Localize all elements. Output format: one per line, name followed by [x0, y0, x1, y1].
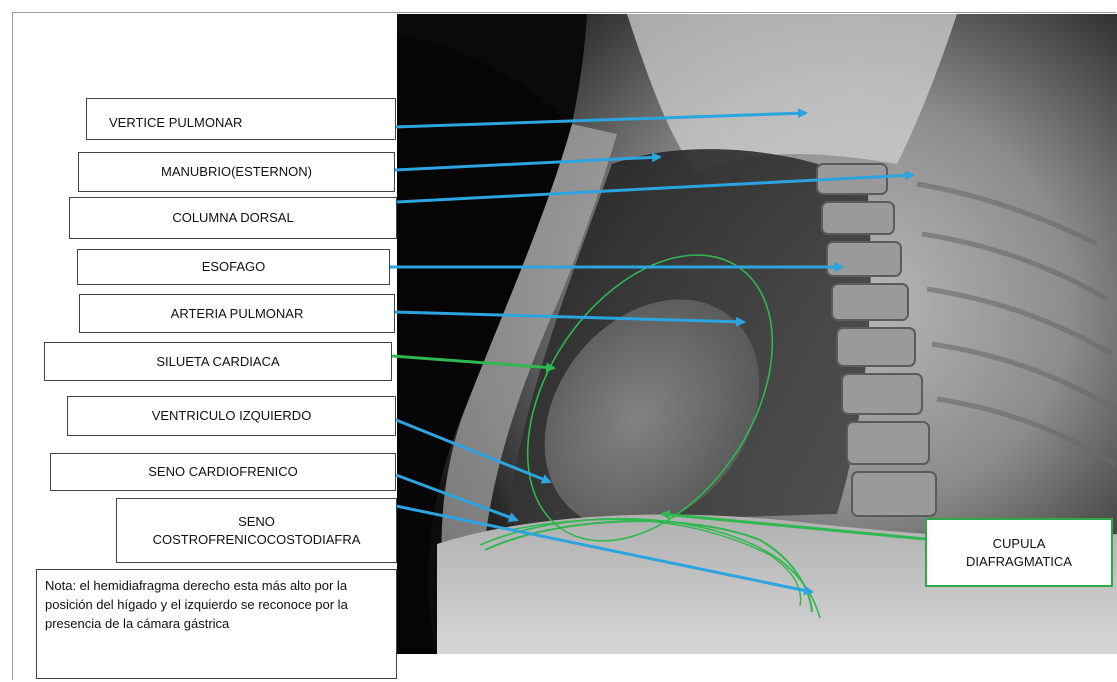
label-text: COLUMNA DORSAL [172, 209, 293, 227]
note-box: Nota: el hemidiafragma derecho esta más … [36, 569, 397, 679]
label-silueta-cardiaca: SILUETA CARDIACA [44, 342, 392, 381]
label-text: SENO COSTROFRENICOCOSTODIAFRA [153, 513, 361, 548]
label-columna-dorsal: COLUMNA DORSAL [69, 197, 397, 239]
label-text: SILUETA CARDIACA [156, 353, 279, 371]
label-arteria-pulmonar: ARTERIA PULMONAR [79, 294, 395, 333]
label-text: ESOFAGO [202, 258, 266, 276]
label-ventriculo-izquierdo: VENTRICULO IZQUIERDO [67, 396, 396, 436]
label-seno-costofrenico: SENO COSTROFRENICOCOSTODIAFRA [116, 498, 397, 563]
note-text: Nota: el hemidiafragma derecho esta más … [45, 578, 348, 631]
label-cupula-diafragmatica: CUPULA DIAFRAGMATICA [925, 518, 1113, 587]
label-text: CUPULA DIAFRAGMATICA [966, 535, 1072, 570]
label-text: ARTERIA PULMONAR [171, 305, 304, 323]
label-vertice-pulmonar: VERTICE PULMONAR [86, 98, 396, 140]
label-esofago: ESOFAGO [77, 249, 390, 285]
label-text: VERTICE PULMONAR [109, 114, 242, 132]
label-text: SENO CARDIOFRENICO [148, 463, 298, 481]
label-text: MANUBRIO(ESTERNON) [161, 163, 312, 181]
label-text: VENTRICULO IZQUIERDO [152, 407, 312, 425]
label-seno-cardiofrenico: SENO CARDIOFRENICO [50, 453, 396, 491]
label-manubrio: MANUBRIO(ESTERNON) [78, 152, 395, 192]
